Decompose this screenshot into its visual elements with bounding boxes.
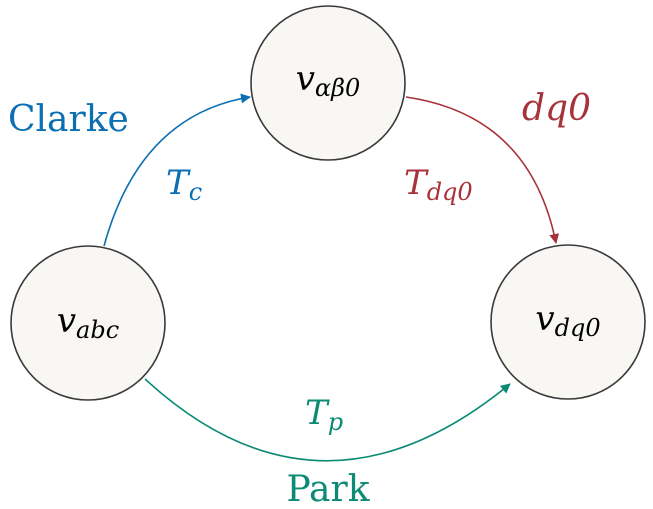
clarke-transform-subscript: c — [189, 178, 202, 206]
svg-text:vabc: vabc — [57, 301, 119, 344]
dq0-transform-symbol: T — [404, 163, 429, 203]
dq0-transform-label: Tdq0 — [404, 163, 473, 206]
node-abc-symbol: v — [57, 301, 76, 341]
dq0-edge — [405, 96, 560, 244]
node-dq0-symbol: v — [535, 299, 554, 339]
node-v-abc: vabc — [10, 245, 166, 401]
node-v-dq0: vdq0 — [490, 244, 646, 400]
svg-text:vαβ0: vαβ0 — [296, 59, 361, 102]
node-dq0-subscript: dq0 — [555, 314, 601, 342]
node-alphabeta0-symbol: v — [296, 59, 315, 99]
park-transform-subscript: p — [328, 408, 343, 436]
clarke-label: Clarke — [8, 99, 129, 140]
dq0-label: dq0 — [522, 88, 591, 129]
park-transform-symbol: T — [305, 393, 330, 433]
park-edge — [144, 378, 511, 462]
clarke-edge — [103, 93, 251, 247]
dq0-transform-subscript: dq0 — [427, 178, 473, 206]
park-transform-label: Tp — [305, 393, 343, 436]
park-label: Park — [286, 469, 370, 509]
node-v-alphabeta0: vαβ0 — [250, 5, 406, 161]
node-alphabeta0-subscript: αβ0 — [315, 74, 360, 102]
clarke-transform-symbol: T — [166, 163, 191, 203]
node-abc-subscript: abc — [76, 316, 119, 344]
svg-text:vdq0: vdq0 — [535, 299, 600, 342]
clarke-transform-label: Tc — [166, 163, 202, 206]
